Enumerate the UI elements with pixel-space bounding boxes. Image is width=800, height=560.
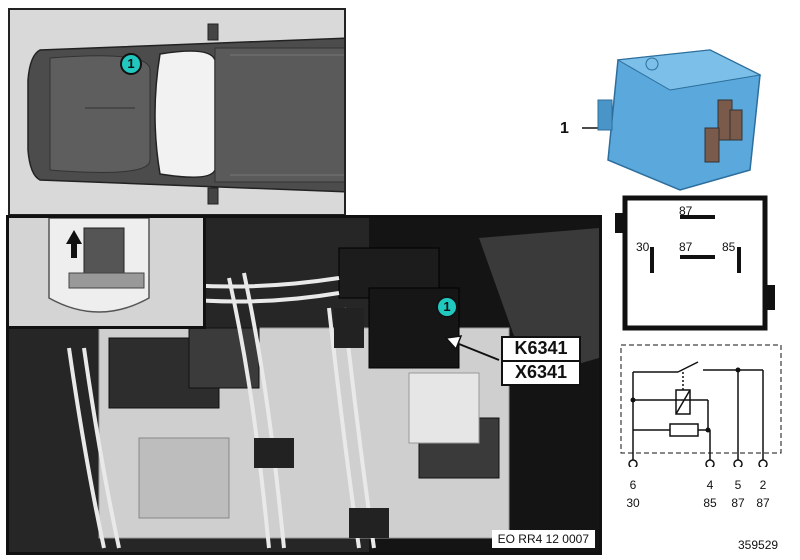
callout-1-photo: 1 — [436, 296, 458, 318]
schematic-function-87a: 87 — [731, 496, 745, 510]
pin-face-label-30: 30 — [636, 240, 650, 254]
connector-label-x6341: X6341 — [501, 360, 581, 386]
vehicle-top-view: 1 — [8, 8, 346, 216]
locator-illustration — [9, 218, 203, 326]
schematic-terminal-2: 2 — [759, 478, 767, 492]
relay-illustration — [582, 49, 762, 191]
engine-bay-locator-inset — [6, 215, 206, 329]
schematic-function-85: 85 — [703, 496, 717, 510]
pin-face-label-85: 85 — [722, 240, 736, 254]
engine-bay-photo: 1 K6341 X6341 EO RR4 12 0007 — [6, 215, 602, 555]
schematic-terminal-5: 5 — [734, 478, 742, 492]
schematic-terminal-6: 6 — [629, 478, 637, 492]
schematic-function-87b: 87 — [756, 496, 770, 510]
pin-face-label-87-top: 87 — [679, 204, 693, 218]
connector-label-k6341: K6341 — [501, 336, 581, 362]
callout-1-car: 1 — [120, 53, 142, 75]
pin-face-label-87-center: 87 — [679, 240, 693, 254]
pin-87-top — [680, 215, 715, 219]
vehicle-illustration — [10, 10, 344, 214]
relay-schematic — [620, 344, 782, 467]
pin-30 — [650, 247, 654, 273]
schematic-terminal-4: 4 — [706, 478, 714, 492]
pin-85 — [737, 247, 741, 273]
relay-part-callout: 1 — [560, 120, 569, 137]
arrow-up-icon — [66, 230, 82, 258]
figure-id: 359529 — [738, 538, 779, 552]
relay-pin-face-diagram — [615, 195, 775, 331]
pin-87-center — [680, 255, 715, 259]
photo-caption: EO RR4 12 0007 — [491, 530, 595, 548]
schematic-function-30: 30 — [626, 496, 640, 510]
